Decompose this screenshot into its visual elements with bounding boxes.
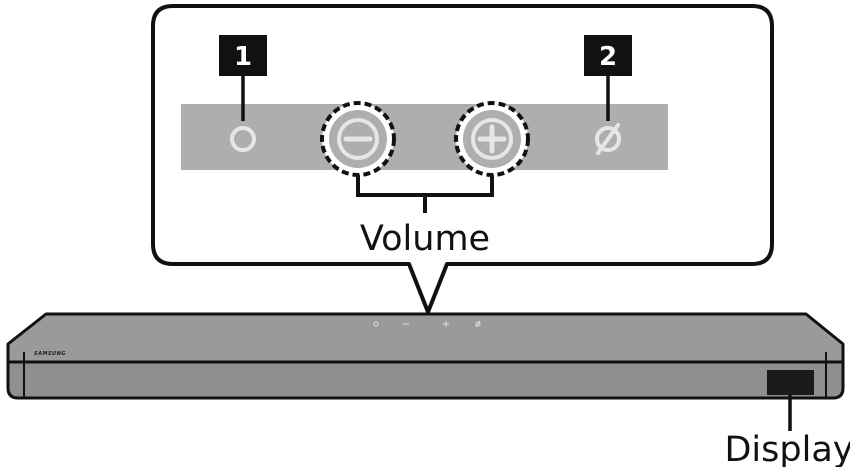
brand-logo: SAMSUNG xyxy=(34,351,66,357)
power-button[interactable] xyxy=(230,126,256,152)
badge-2-text: 2 xyxy=(599,42,617,72)
badge-1: 1 xyxy=(219,35,267,76)
volume-label: Volume xyxy=(360,219,490,259)
volume-down-button[interactable] xyxy=(320,101,396,177)
mini-volume-up-icon xyxy=(443,321,449,327)
display-window xyxy=(767,370,814,395)
volume-up-button[interactable] xyxy=(454,101,530,177)
volume-bracket xyxy=(356,175,494,213)
soundbar-front-face xyxy=(6,360,845,400)
volume-down-icon xyxy=(337,118,379,160)
mini-source-icon xyxy=(475,320,481,328)
badge-2: 2 xyxy=(584,35,632,76)
badge-1-text: 1 xyxy=(234,42,252,72)
display-label: Display xyxy=(724,430,850,467)
source-icon xyxy=(595,126,621,152)
source-button[interactable] xyxy=(595,123,621,155)
volume-up-icon xyxy=(471,118,513,160)
soundbar-top-surface xyxy=(6,312,845,364)
mini-power-icon xyxy=(373,321,379,327)
control-panel-strip xyxy=(181,104,668,170)
power-icon xyxy=(230,126,256,152)
soundbar: SAMSUNG xyxy=(6,312,845,400)
